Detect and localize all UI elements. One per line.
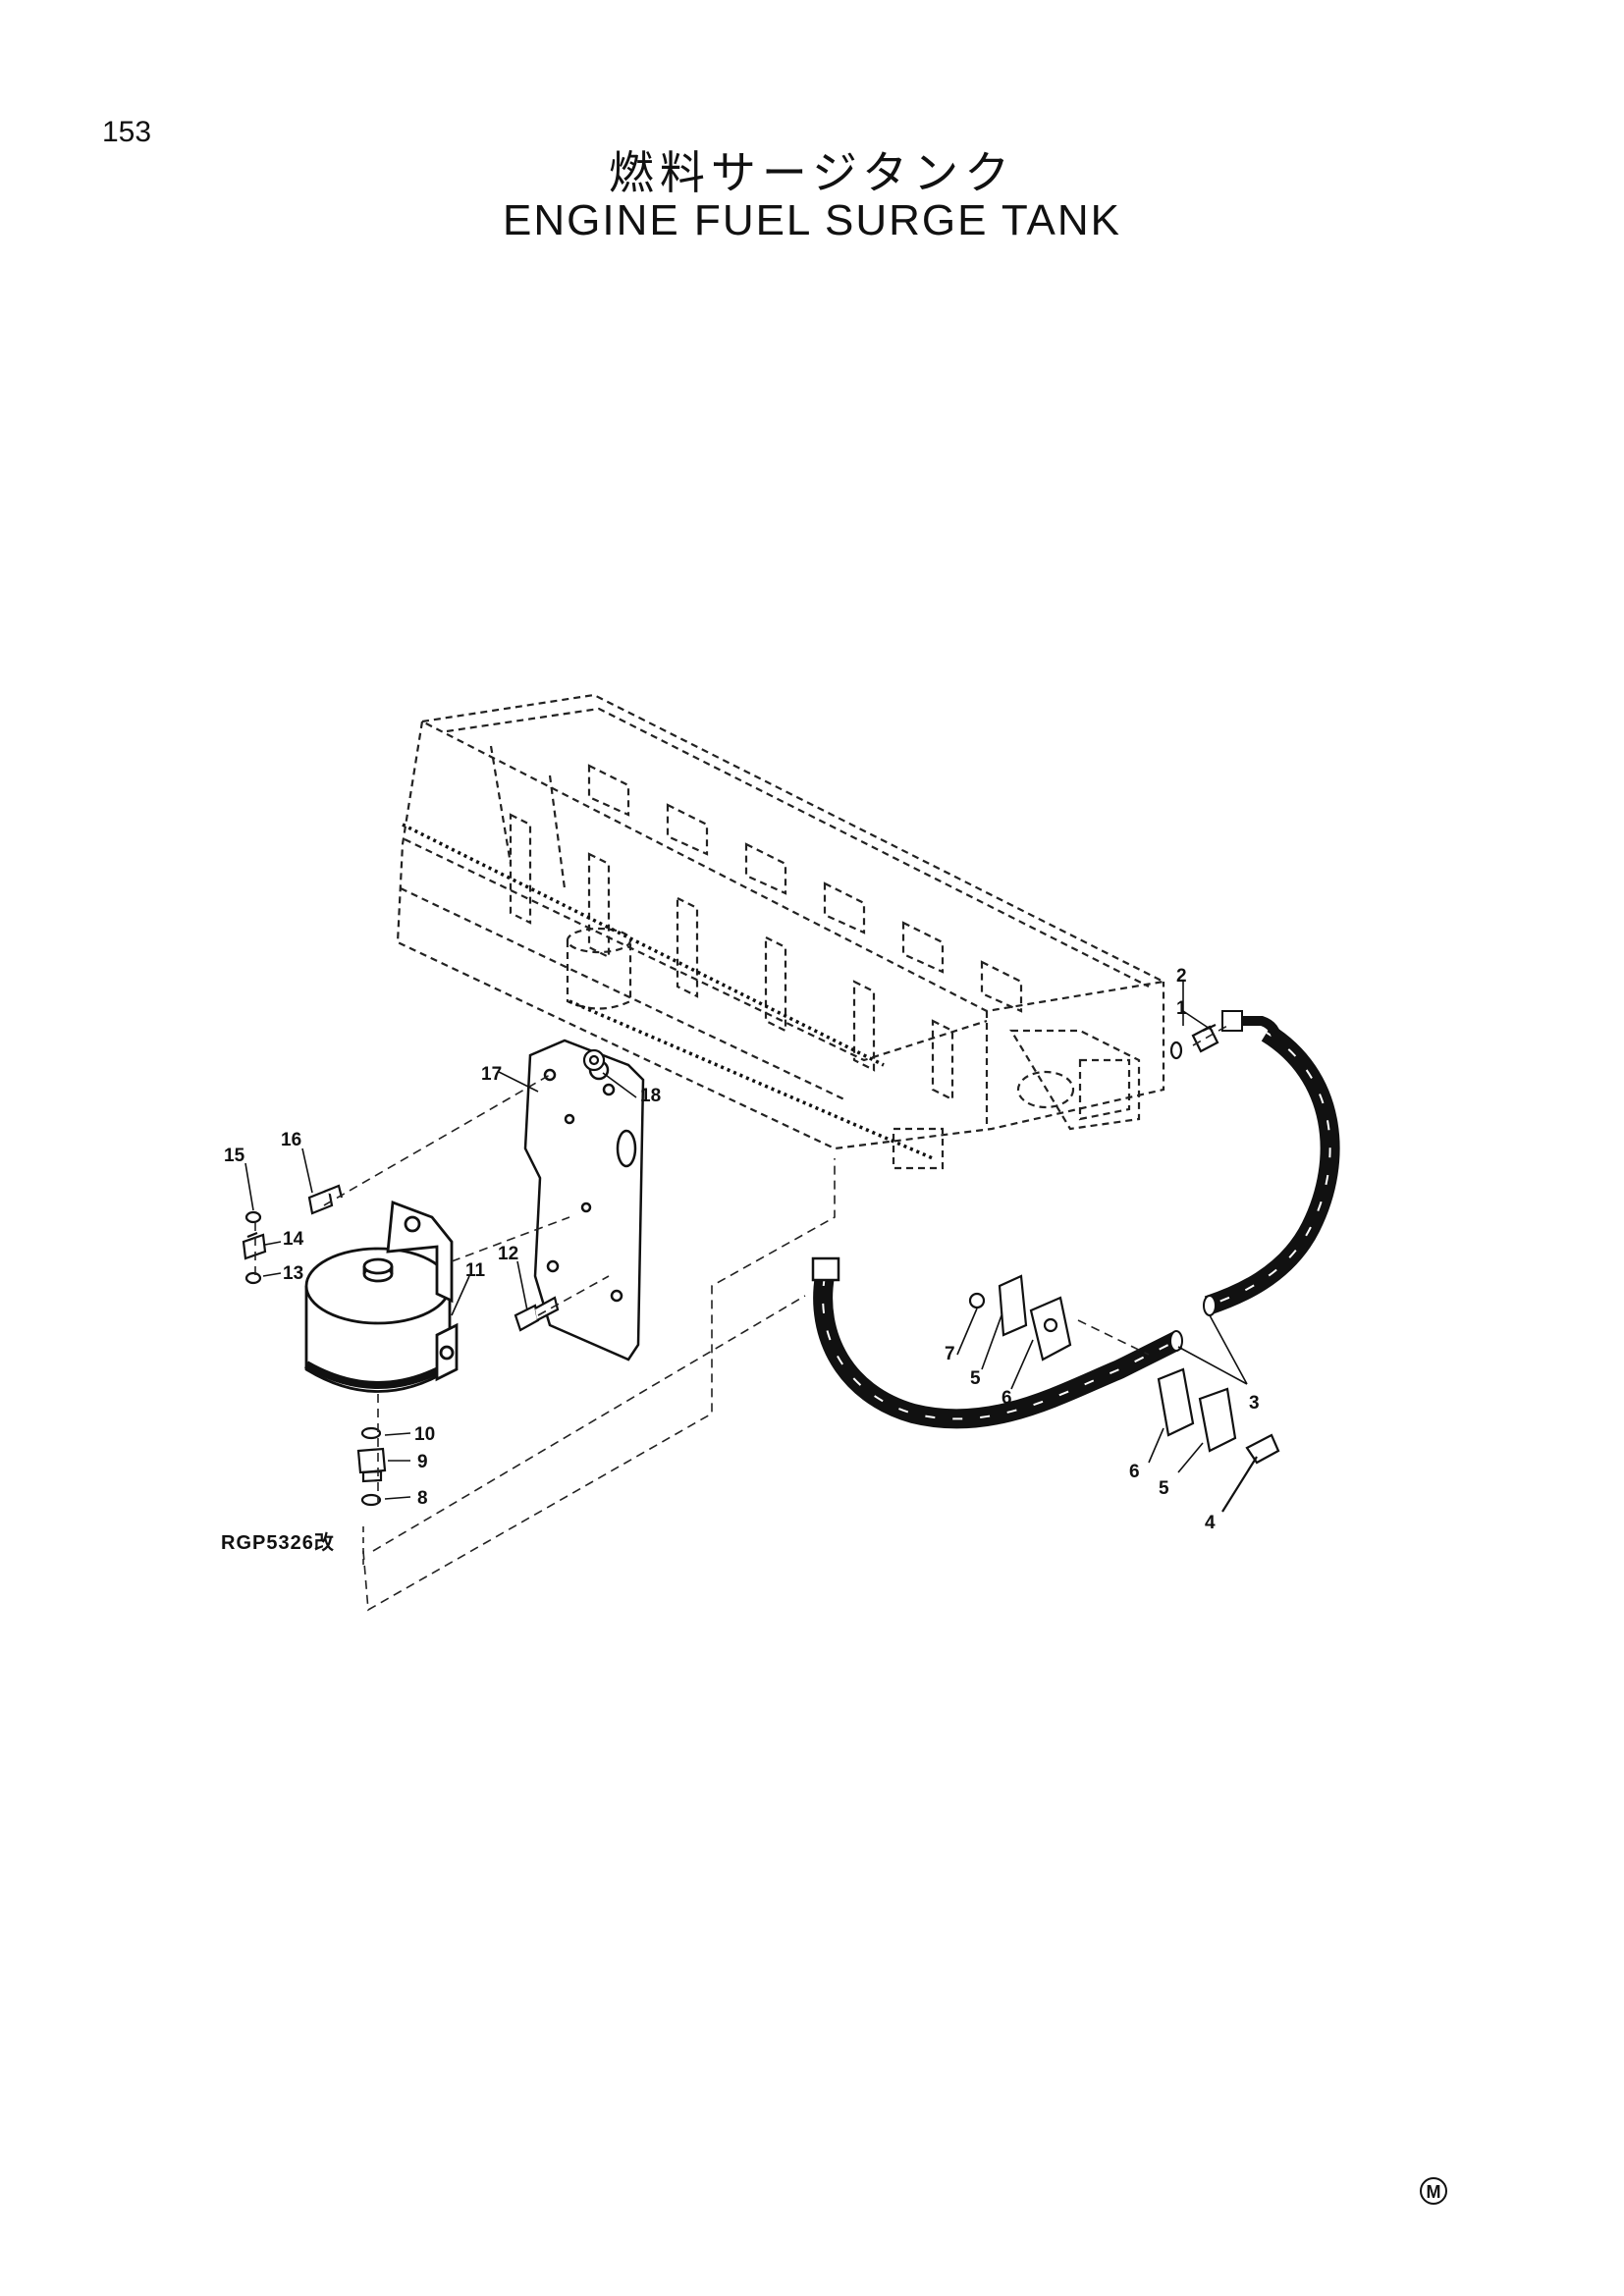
upper-fittings	[242, 1184, 344, 1285]
callout-7: 7	[945, 1344, 955, 1364]
callout-14: 14	[283, 1229, 304, 1250]
callout-5-lower: 5	[1159, 1478, 1169, 1499]
assembly-lines	[254, 1025, 1228, 1612]
lower-fittings	[356, 1426, 387, 1507]
callout-4: 4	[1205, 1513, 1216, 1533]
callout-15: 15	[224, 1146, 245, 1166]
callout-9: 9	[417, 1452, 428, 1472]
drawing-code: RGP5326改	[221, 1530, 335, 1554]
hose-clamp-upper	[968, 1274, 1072, 1362]
callout-16: 16	[281, 1130, 301, 1150]
engine-block-rail	[402, 823, 934, 1160]
callout-10: 10	[414, 1424, 435, 1445]
plate-nut	[582, 1048, 606, 1072]
svg-text:M: M	[1427, 2182, 1441, 2202]
corner-mark: M	[1420, 2177, 1447, 2205]
page-number: 153	[102, 116, 152, 148]
callout-6-upper: 6	[1001, 1388, 1012, 1409]
callout-18: 18	[640, 1086, 661, 1106]
callout-8: 8	[417, 1488, 428, 1509]
callout-3: 3	[1249, 1393, 1260, 1414]
mounting-plate	[523, 1039, 645, 1362]
page-title-english: ENGINE FUEL SURGE TANK	[503, 196, 1121, 244]
callout-6-lower: 6	[1129, 1462, 1140, 1482]
page-title-japanese: 燃料サージタンク	[608, 146, 1016, 199]
hose-clamp-lower	[1157, 1367, 1280, 1513]
fuel-hose	[811, 1010, 1340, 1429]
callout-17: 17	[481, 1064, 502, 1085]
callout-2: 2	[1176, 966, 1187, 987]
surge-tank	[304, 1201, 459, 1393]
engine-block-phantom	[396, 693, 1167, 1170]
callout-13: 13	[283, 1263, 303, 1284]
leader-lines	[244, 982, 1248, 1500]
callout-11: 11	[465, 1260, 486, 1281]
callout-labels: 1 2 3 4 5 5 6 6 7 8 9 10 11 12 13 14 15 …	[224, 966, 1260, 1533]
callout-1: 1	[1176, 998, 1187, 1019]
callout-12: 12	[498, 1244, 518, 1264]
callout-5-upper: 5	[970, 1368, 981, 1389]
